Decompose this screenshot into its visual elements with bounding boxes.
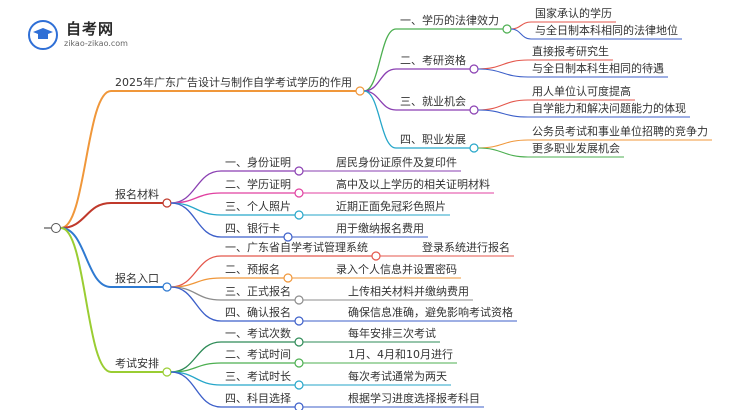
branch-label-entry[interactable]: 报名入口 (115, 272, 159, 285)
branch-connector (60, 202, 112, 229)
leaf-connector (477, 109, 529, 118)
sub-toggle[interactable] (469, 143, 479, 153)
node-subject-selection[interactable]: 四、科目选择 (225, 392, 291, 405)
leaf-choose-subjects: 根据学习进度选择报考科目 (348, 392, 480, 405)
leaf-civil-service: 公务员考试和事业单位招聘的竞争力 (532, 125, 708, 138)
leaf-national-recognition: 国家承认的学历 (535, 7, 612, 20)
leaf-connector (510, 21, 532, 30)
leaf-ability-proof: 自学能力和解决问题能力的体现 (532, 102, 686, 115)
sub-connector (170, 286, 222, 301)
node-id-proof[interactable]: 一、身份证明 (225, 156, 291, 169)
root-node[interactable] (51, 223, 61, 233)
sub-connector (363, 28, 397, 92)
sub-toggle[interactable] (294, 166, 304, 176)
branch-connector (60, 227, 112, 288)
node-bank-card[interactable]: 四、银行卡 (225, 222, 280, 235)
leaf-same-treatment: 与全日制本科生相同的待遇 (532, 62, 664, 75)
leaf-color-photo: 近期正面免冠彩色照片 (336, 200, 446, 213)
sub-toggle[interactable] (283, 273, 293, 283)
node-formal-registration[interactable]: 三、正式报名 (225, 285, 291, 298)
branch-connector (60, 90, 112, 229)
leaf-upload-pay: 上传相关材料并缴纳费用 (348, 285, 469, 298)
node-photo[interactable]: 三、个人照片 (225, 200, 291, 213)
node-job-opportunity[interactable]: 三、就业机会 (400, 95, 466, 108)
leaf-equal-legal-status: 与全日制本科相同的法律地位 (535, 24, 678, 37)
leaf-connector (477, 147, 529, 158)
branch-toggle[interactable] (355, 86, 365, 96)
sub-toggle[interactable] (294, 402, 304, 410)
sub-toggle[interactable] (371, 251, 381, 261)
sub-toggle[interactable] (294, 337, 304, 347)
branch-toggle[interactable] (162, 367, 172, 377)
site-logo[interactable]: 自考网 zikao-zikao.com (28, 18, 136, 52)
leaf-connector (477, 68, 529, 78)
graduation-cap-icon (28, 20, 58, 50)
leaf-connector (477, 99, 529, 111)
leaf-more-opportunities: 更多职业发展机会 (532, 142, 620, 155)
leaf-employer-recognition: 用人单位认可度提高 (532, 85, 631, 98)
node-education-proof[interactable]: 二、学历证明 (225, 178, 291, 191)
sub-connector (363, 68, 397, 92)
sub-toggle[interactable] (469, 64, 479, 74)
sub-connector (170, 286, 222, 322)
leaf-enter-info: 录入个人信息并设置密码 (336, 263, 457, 276)
sub-connector (170, 202, 222, 238)
sub-connector (363, 90, 397, 149)
sub-toggle[interactable] (294, 380, 304, 390)
leaf-exam-months: 1月、4月和10月进行 (348, 348, 453, 361)
leaf-connector (477, 59, 529, 70)
leaf-connector (477, 139, 529, 149)
branch-label-schedule[interactable]: 考试安排 (115, 357, 159, 370)
node-confirm-registration[interactable]: 四、确认报名 (225, 306, 291, 319)
node-career-development[interactable]: 四、职业发展 (400, 133, 466, 146)
leaf-education-materials: 高中及以上学历的相关证明材料 (336, 178, 490, 191)
sub-toggle[interactable] (294, 295, 304, 305)
branch-label-value[interactable]: 2025年广东广告设计与制作自学考试学历的作用 (115, 76, 352, 89)
sub-toggle[interactable] (469, 105, 479, 115)
branch-toggle[interactable] (162, 282, 172, 292)
leaf-direct-apply: 直接报考研究生 (532, 45, 609, 58)
leaf-login-register: 登录系统进行报名 (422, 241, 510, 254)
sub-toggle[interactable] (294, 316, 304, 326)
sub-toggle[interactable] (294, 210, 304, 220)
branch-connector (60, 227, 112, 373)
node-postgrad-eligibility[interactable]: 二、考研资格 (400, 54, 466, 67)
sub-toggle[interactable] (283, 232, 293, 242)
node-exam-count[interactable]: 一、考试次数 (225, 327, 291, 340)
node-exam-system[interactable]: 一、广东省自学考试管理系统 (225, 241, 368, 254)
leaf-two-days: 每次考试通常为两天 (348, 370, 447, 383)
sub-toggle[interactable] (294, 358, 304, 368)
node-pre-registration[interactable]: 二、预报名 (225, 263, 280, 276)
leaf-fee-payment: 用于缴纳报名费用 (336, 222, 424, 235)
branch-toggle[interactable] (162, 198, 172, 208)
leaf-three-times: 每年安排三次考试 (348, 327, 436, 340)
sub-toggle[interactable] (294, 188, 304, 198)
branch-label-materials[interactable]: 报名材料 (115, 188, 159, 201)
node-legal-validity[interactable]: 一、学历的法律效力 (400, 14, 499, 27)
leaf-connector (510, 28, 532, 40)
node-exam-duration[interactable]: 三、考试时长 (225, 370, 291, 383)
leaf-id-copy: 居民身份证原件及复印件 (336, 156, 457, 169)
leaf-ensure-accuracy: 确保信息准确，避免影响考试资格 (348, 306, 513, 319)
sub-connector (170, 371, 222, 408)
sub-connector (170, 371, 222, 386)
sub-toggle[interactable] (502, 24, 512, 34)
logo-url: zikao-zikao.com (64, 39, 128, 48)
node-exam-time[interactable]: 二、考试时间 (225, 348, 291, 361)
logo-title: 自考网 (66, 20, 115, 38)
